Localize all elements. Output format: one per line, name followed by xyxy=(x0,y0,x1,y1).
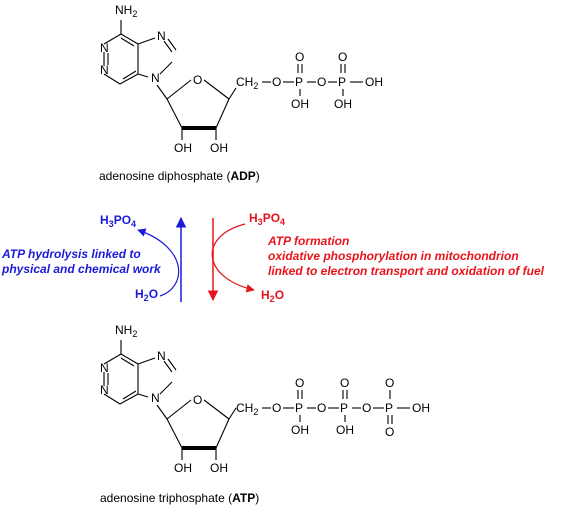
adp-ring-n9: N xyxy=(151,71,160,85)
atp-phosphorus-2: P xyxy=(340,401,348,415)
hydrolysis-pathway: H3PO4 ATP hydrolysis linked to physical … xyxy=(1,213,187,303)
atp-bridge-oxygen-1: O xyxy=(317,401,326,415)
adp-molecule: NH2 N N N N O CH2 O P O OH O P O OH OH O… xyxy=(99,3,383,183)
adp-amino-group: NH2 xyxy=(115,3,137,19)
adp-bonds xyxy=(103,20,363,140)
atp-ring-n1: N xyxy=(100,361,109,375)
formation-label-line-1: ATP formation xyxy=(267,234,349,248)
formation-water-product: H2O xyxy=(261,288,284,304)
atp-caption: adenosine triphosphate (ATP) xyxy=(100,491,259,505)
atp-p3-top-oxygen: O xyxy=(385,376,394,390)
atp-atom-labels: NH2 N N N N O CH2 O P O OH O P O OH O P … xyxy=(100,323,430,475)
adp-ring-n1: N xyxy=(100,41,109,55)
adp-p2-hydroxyl-bottom: OH xyxy=(334,97,352,111)
adp-p1-hydroxyl: OH xyxy=(291,97,309,111)
adp-bridge-oxygen: O xyxy=(317,75,326,89)
hydrolysis-label-line-2: physical and chemical work xyxy=(1,262,162,276)
atp-ring-n3: N xyxy=(100,383,109,397)
adp-p2-top-oxygen: O xyxy=(338,50,347,64)
adp-sugar-hydroxyl-right: OH xyxy=(210,141,228,155)
adp-p2-hydroxyl-right: OH xyxy=(365,75,383,89)
adp-phosphorus-1: P xyxy=(295,75,303,89)
adp-caption: adenosine diphosphate (ADP) xyxy=(99,169,260,183)
adp-p1-top-oxygen: O xyxy=(295,50,304,64)
atp-sugar-hydroxyl-right: OH xyxy=(210,461,228,475)
atp-ch2-group: CH2 xyxy=(236,401,258,417)
formation-side-arrow xyxy=(211,223,255,293)
hydrolysis-water-reactant: H2O xyxy=(135,287,158,303)
atp-phosphorus-3: P xyxy=(385,401,393,415)
adp-ring-oxygen: O xyxy=(193,73,202,87)
atp-ring-oxygen: O xyxy=(193,393,202,407)
atp-p1-top-oxygen: O xyxy=(295,376,304,390)
adp-ring-n3: N xyxy=(100,63,109,77)
atp-link-oxygen: O xyxy=(272,401,281,415)
hydrolysis-phosphate-product: H3PO4 xyxy=(100,213,136,229)
adp-ch2-group: CH2 xyxy=(236,75,258,91)
hydrolysis-side-arrow xyxy=(137,228,180,297)
atp-amino-group: NH2 xyxy=(115,323,137,339)
formation-label-line-2: oxidative phosphorylation in mitochondri… xyxy=(268,249,519,263)
adp-atom-labels: NH2 N N N N O CH2 O P O OH O P O OH OH O… xyxy=(100,3,383,155)
atp-sugar-hydroxyl-left: OH xyxy=(174,461,192,475)
hydrolysis-label-line-1: ATP hydrolysis linked to xyxy=(1,247,141,261)
adp-ring-n7: N xyxy=(157,29,166,43)
atp-bonds xyxy=(103,340,410,460)
atp-p2-top-oxygen: O xyxy=(340,376,349,390)
formation-label-line-3: linked to electron transport and oxidati… xyxy=(268,264,545,278)
atp-p3-bottom-oxygen: O xyxy=(385,425,394,439)
atp-ring-n7: N xyxy=(157,349,166,363)
adp-sugar-hydroxyl-left: OH xyxy=(174,141,192,155)
atp-ring-n9: N xyxy=(151,391,160,405)
atp-molecule: NH2 N N N N O CH2 O P O OH O P O OH O P … xyxy=(100,323,430,505)
adp-link-oxygen: O xyxy=(272,75,281,89)
formation-pathway: H3PO4 ATP formation oxidative phosphoryl… xyxy=(207,211,545,304)
atp-bridge-oxygen-2: O xyxy=(362,401,371,415)
atp-p3-hydroxyl-right: OH xyxy=(412,401,430,415)
formation-phosphate-reactant: H3PO4 xyxy=(249,211,285,227)
atp-p2-hydroxyl: OH xyxy=(336,423,354,437)
adp-phosphorus-2: P xyxy=(338,75,346,89)
atp-p1-hydroxyl: OH xyxy=(291,423,309,437)
atp-phosphorus-1: P xyxy=(295,401,303,415)
